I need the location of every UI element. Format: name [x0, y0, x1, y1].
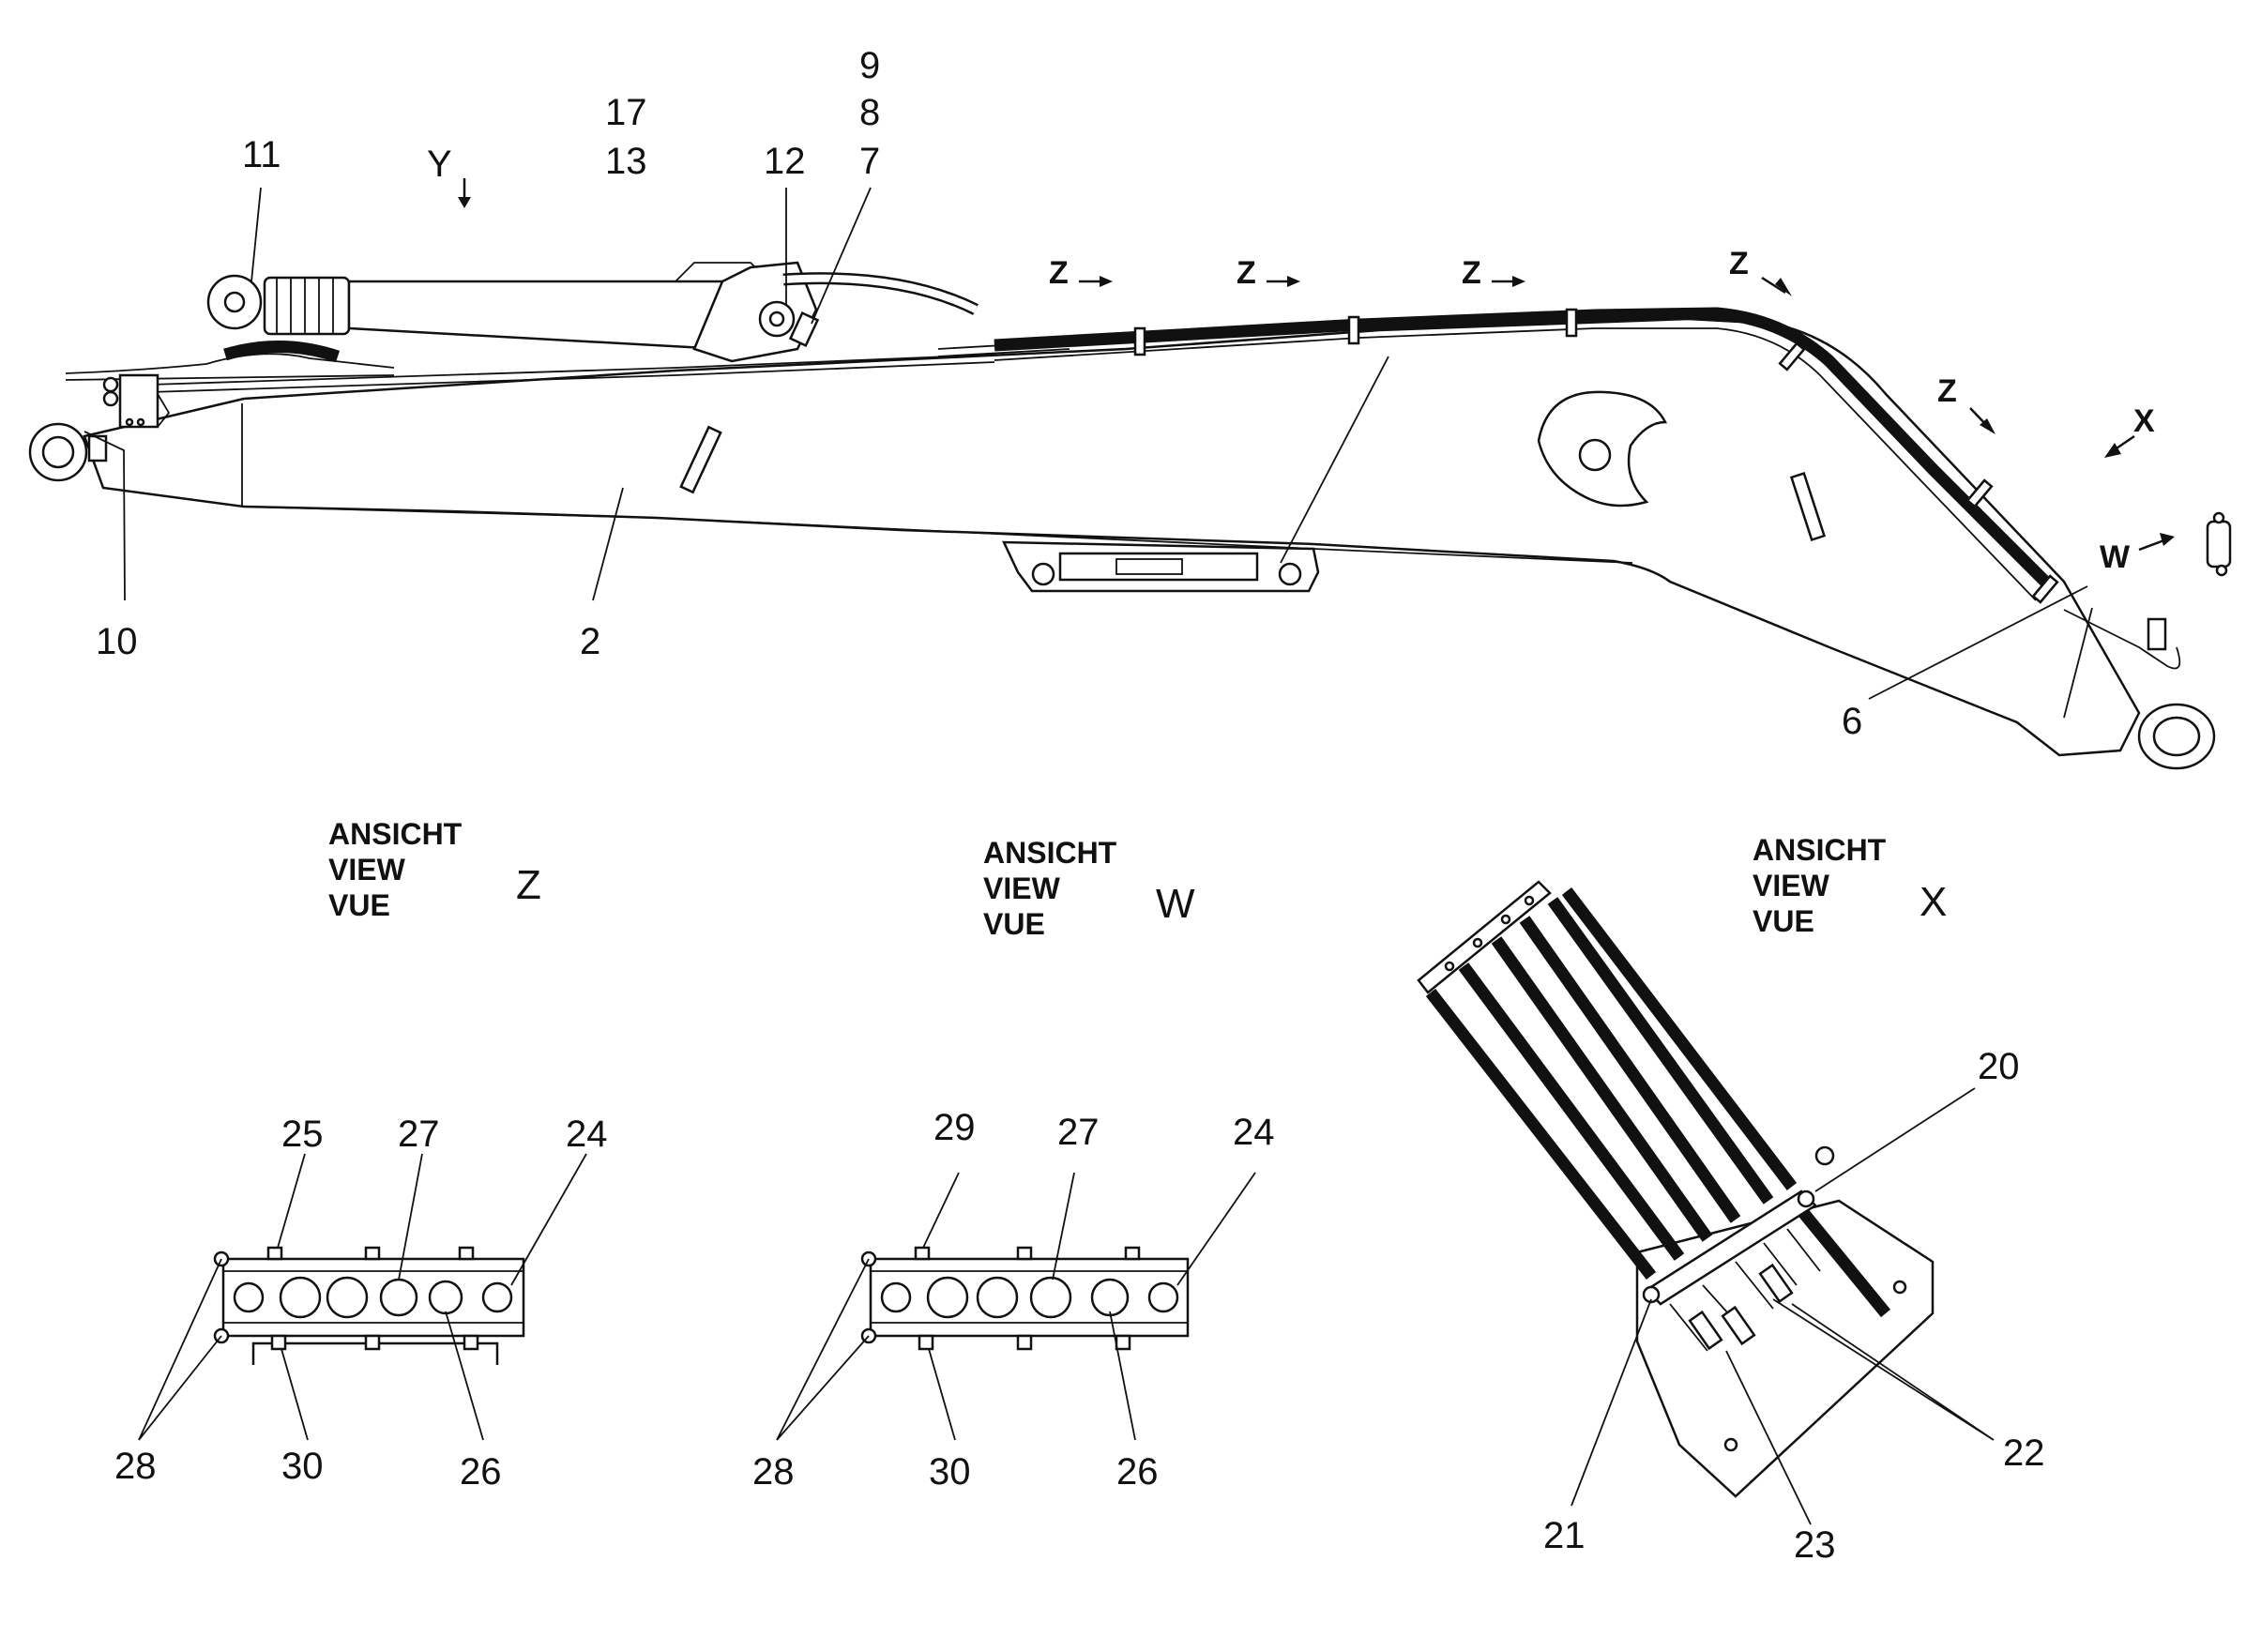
callout-17: 17 [605, 92, 647, 133]
view-x-callout-22: 22 [2003, 1432, 2045, 1474]
marker-y: Y [427, 144, 452, 185]
marker-z-3: Z [1462, 255, 1481, 291]
hose-routing [65, 272, 2232, 670]
view-z-caption: ANSICHT VIEW VUE Z [328, 817, 541, 922]
callout-2: 2 [580, 621, 600, 662]
view-w-vue: VUE [983, 907, 1045, 941]
marker-z-2: Z [1237, 255, 1256, 291]
callouts-main: 11 17 13 12 9 8 7 10 2 6 [96, 45, 1862, 742]
callout-11: 11 [242, 134, 281, 175]
valve-block [102, 373, 171, 429]
view-w-callout-27: 27 [1057, 1112, 1100, 1153]
view-w-callout-30: 30 [929, 1451, 971, 1493]
marker-z-1: Z [1049, 255, 1069, 291]
marker-x: X [2133, 403, 2155, 439]
view-x-view: VIEW [1753, 869, 1830, 902]
view-x-callout-21: 21 [1543, 1515, 1586, 1556]
view-x-caption: ANSICHT VIEW VUE X [1753, 833, 1947, 938]
view-w-callout-29: 29 [933, 1107, 976, 1148]
hose-clamps-z [1133, 308, 2059, 604]
view-z-callout-25: 25 [281, 1114, 324, 1155]
marker-z-4: Z [1729, 246, 1749, 281]
view-x-callout-20: 20 [1978, 1046, 2020, 1087]
view-w-callout-24: 24 [1233, 1112, 1275, 1153]
callout-8: 8 [859, 92, 880, 133]
callout-6: 6 [1842, 701, 1862, 742]
callout-10: 10 [96, 621, 138, 662]
view-z-callout-28: 28 [114, 1446, 157, 1487]
boom-root-pin [28, 422, 108, 482]
view-x-vue: VUE [1753, 904, 1814, 938]
callout-9: 9 [859, 45, 880, 86]
callout-12: 12 [764, 141, 806, 182]
view-w-detail: 29 27 24 28 30 26 [752, 1107, 1275, 1493]
view-w-caption: ANSICHT VIEW VUE W [983, 836, 1195, 941]
marker-z-5: Z [1937, 373, 1957, 409]
view-z-callout-24: 24 [566, 1114, 608, 1155]
view-w-ansicht: ANSICHT [983, 836, 1117, 870]
view-z-ansicht: ANSICHT [328, 817, 463, 851]
hose-clamp-7-8-9 [788, 311, 820, 348]
boom-plate-left [679, 425, 722, 494]
view-z-letter: Z [516, 862, 541, 908]
view-w-callout-28: 28 [752, 1451, 795, 1493]
w-fitting [2206, 511, 2232, 577]
view-x-callout-23: 23 [1794, 1524, 1836, 1566]
view-z-callout-30: 30 [281, 1446, 324, 1487]
marker-w: W [2100, 539, 2131, 575]
view-z-view: VIEW [328, 853, 406, 887]
boom-plate-right [1789, 471, 1827, 542]
view-z-callout-27: 27 [398, 1114, 440, 1155]
callout-13: 13 [605, 141, 647, 182]
view-x-letter: X [1920, 879, 1947, 925]
view-w-letter: W [1156, 881, 1195, 927]
direction-markers: Y Z Z Z Z Z X W [427, 144, 2175, 575]
view-z-vue: VUE [328, 888, 390, 922]
view-x-hoses [1425, 887, 1891, 1318]
boom-assembly [28, 317, 2216, 770]
underside-cylinder [1002, 540, 1320, 593]
view-x-ansicht: ANSICHT [1753, 833, 1887, 867]
boom-tip-pin [2137, 703, 2216, 770]
callout-7: 7 [859, 141, 880, 182]
view-w-view: VIEW [983, 871, 1061, 905]
leader-lines [83, 187, 2088, 700]
view-z-callout-26: 26 [460, 1451, 502, 1493]
view-z-detail: 25 27 24 28 30 26 [114, 1114, 608, 1493]
view-x-detail: 20 21 23 22 [1417, 880, 2045, 1566]
view-w-callout-26: 26 [1116, 1451, 1159, 1493]
boom-bracket [1537, 390, 1668, 508]
